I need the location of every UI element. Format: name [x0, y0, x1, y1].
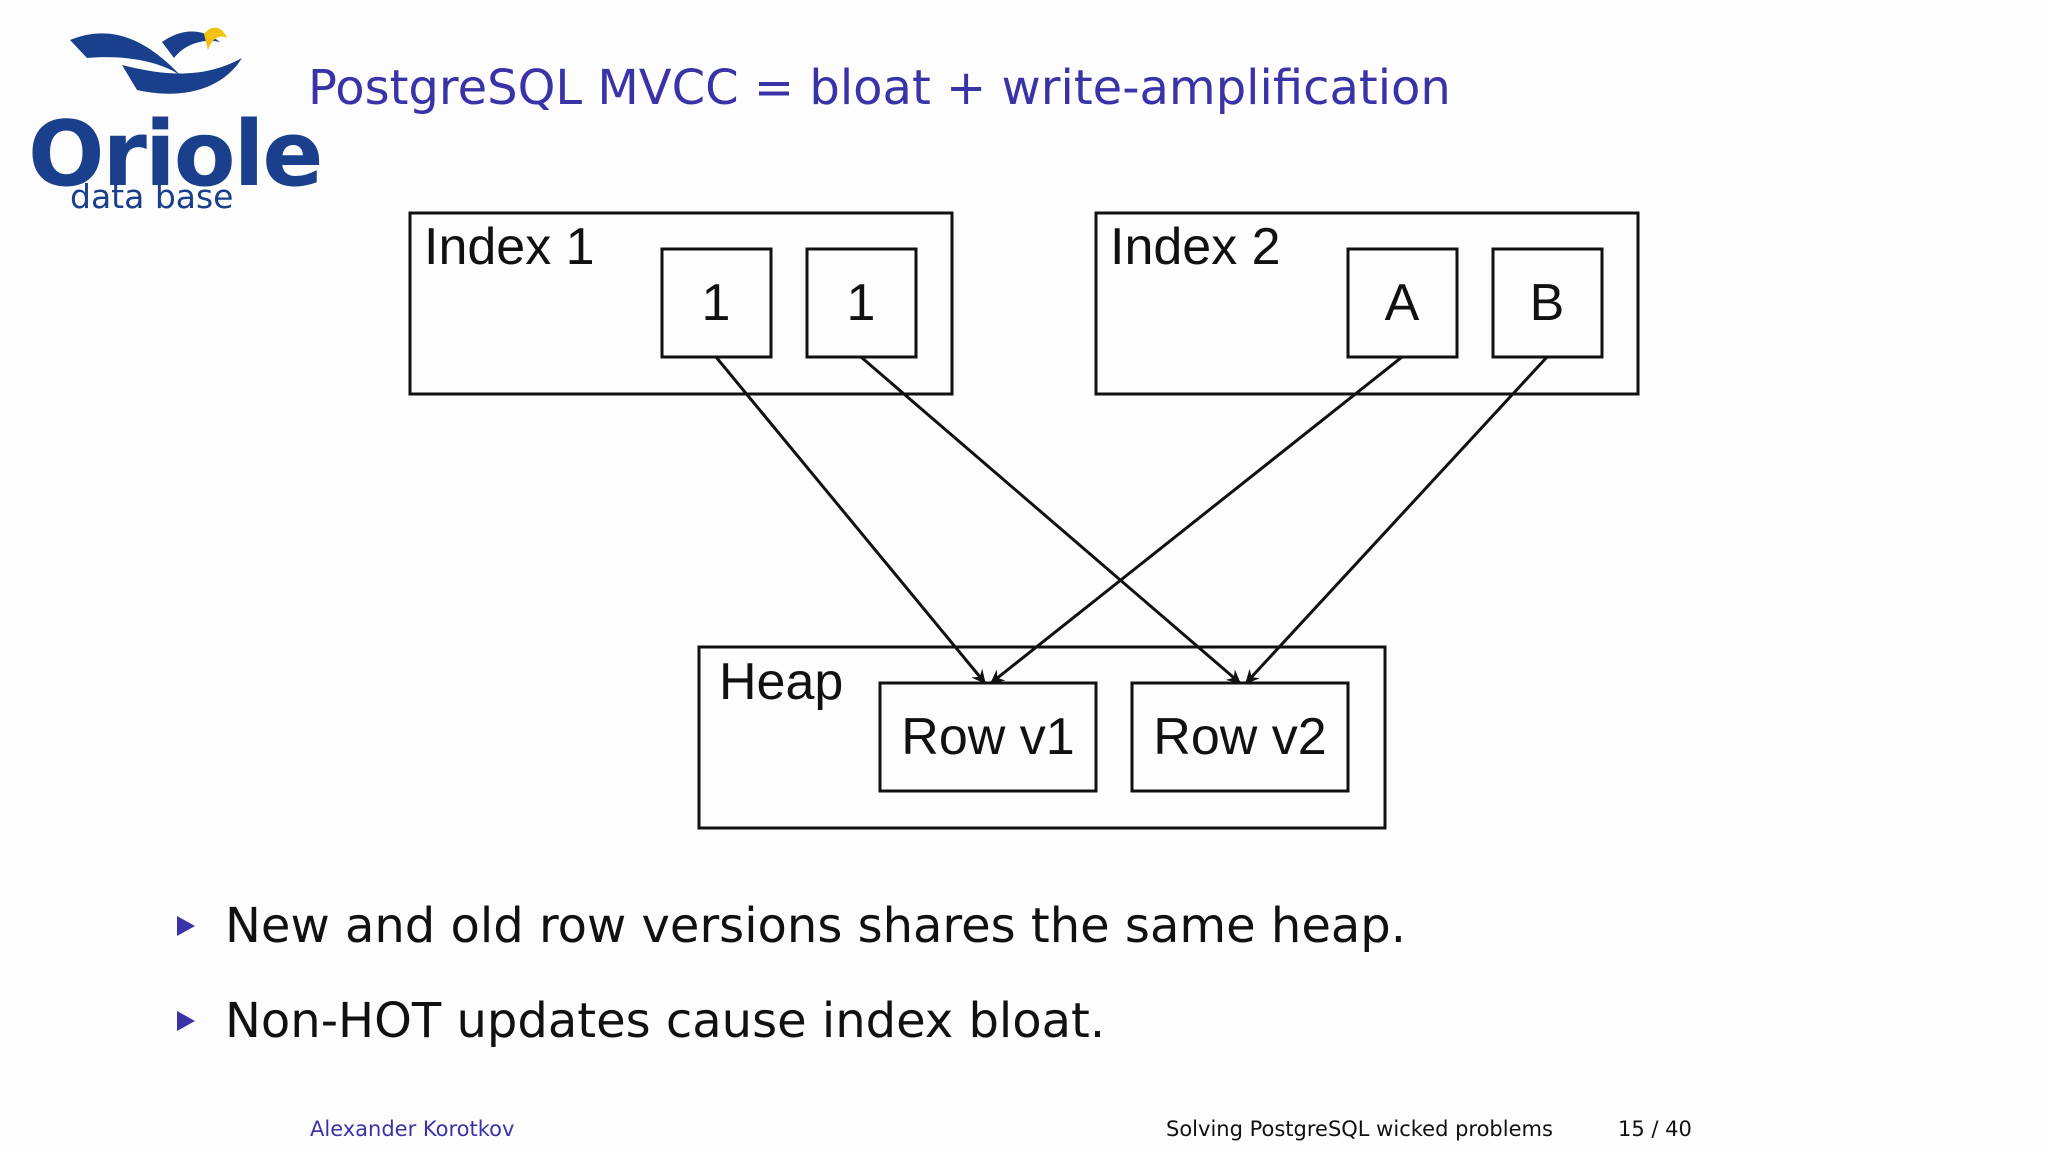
bullet-item: Non-HOT updates cause index bloat. — [172, 988, 1406, 1054]
index-1-entry-label: 1 — [702, 274, 731, 332]
pointer-arrow — [1244, 355, 1549, 685]
bullet-text: Non-HOT updates cause index bloat. — [225, 993, 1106, 1049]
index-2-entry — [1346, 247, 1459, 359]
index-1-label: Index 1 — [424, 218, 595, 276]
logo-subtitle: data base — [70, 177, 234, 216]
oriole-logo: Oriole data base — [22, 20, 323, 220]
bullet-list: New and old row versions shares the same… — [172, 893, 1406, 1083]
index-2-box: Index 2 A B — [1094, 211, 1640, 396]
heap-row-label: Row v1 — [901, 708, 1074, 766]
index-2-label: Index 2 — [1110, 218, 1281, 276]
heap-row-label: Row v2 — [1153, 708, 1326, 766]
footer-page-number: 15 / 40 — [1618, 1117, 1692, 1141]
index-1-box: Index 1 1 1 — [408, 211, 954, 396]
footer-author: Alexander Korotkov — [310, 1117, 515, 1141]
pointer-arrow — [990, 355, 1403, 685]
index-2-entry-label: B — [1530, 274, 1565, 332]
heap-row — [878, 681, 1098, 793]
footer-talk-title: Solving PostgreSQL wicked problems — [1166, 1117, 1553, 1141]
heap-label: Heap — [719, 653, 843, 711]
pointer-arrow — [860, 355, 1241, 685]
logo-wordmark: Oriole — [28, 102, 323, 207]
bullet-item: New and old row versions shares the same… — [172, 893, 1406, 959]
triangle-bullet-icon — [177, 916, 195, 936]
index-2-entry — [1491, 247, 1604, 359]
slide-title: PostgreSQL MVCC = bloat + write-amplific… — [308, 60, 1451, 116]
pointer-arrow — [714, 356, 987, 684]
index-2-entry-label: A — [1385, 274, 1420, 332]
index-1-entry-label: 1 — [847, 274, 876, 332]
heap-box: Heap Row v1 Row v2 — [697, 645, 1387, 830]
triangle-bullet-icon — [177, 1011, 195, 1031]
bullet-text: New and old row versions shares the same… — [225, 898, 1406, 954]
wave-icon — [70, 27, 242, 94]
